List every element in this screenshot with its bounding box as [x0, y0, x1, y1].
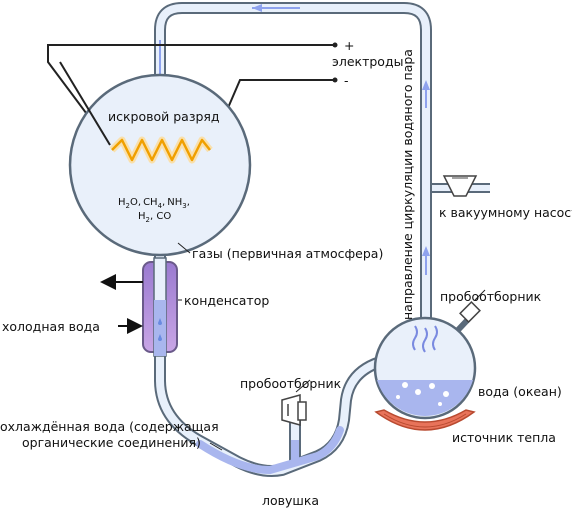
vapor-direction-label: направление циркуляции водяного пара — [400, 49, 415, 320]
electrodes-label: электроды — [332, 54, 403, 69]
sampler-left-stopcock — [281, 394, 301, 426]
spark-zigzag — [111, 138, 211, 162]
trap-water — [196, 426, 344, 475]
electrodes: + - электроды — [47, 38, 403, 146]
boiling-flask: пробоотборник вода (океан) источник тепл… — [373, 289, 562, 445]
condenser: конденсатор холодная вода — [2, 257, 269, 357]
vapor-wave-3 — [432, 325, 438, 351]
sampler-left: пробоотборник — [240, 376, 342, 426]
vacuum-pump-label: к вакуумному насосу — [439, 205, 572, 220]
sampler-right-leader — [474, 289, 486, 301]
sampler-left-leader — [295, 379, 311, 393]
electrode-wire-upper — [47, 44, 335, 146]
gas-formula-line2: H2, CO — [138, 211, 171, 224]
vacuum-port: к вакуумному насосу — [432, 175, 572, 220]
sampler-left-label: пробоотборник — [240, 376, 342, 391]
cold-water-label: холодная вода — [2, 319, 100, 334]
water-ocean-label: вода (океан) — [478, 384, 562, 399]
electrode-left — [59, 61, 111, 146]
vacuum-stopcock — [442, 175, 478, 197]
heat-source-label: источник тепла — [452, 430, 556, 445]
flask-sphere — [68, 73, 252, 257]
electrode-plus: + — [344, 38, 354, 53]
condenser-label: конденсатор — [184, 293, 269, 308]
electrode-minus: - — [344, 73, 349, 88]
spark-label: искровой разряд — [108, 109, 220, 124]
cooled-water-label-line1: охлаждённая вода (содержащая — [0, 419, 219, 434]
cooled-water-leader — [209, 442, 223, 451]
trap-label: ловушка — [262, 493, 319, 508]
spark-flask: искровой разряд H2O,CH4,NH3, H2, CO — [59, 61, 252, 257]
gases-label: газы (первичная атмосфера) — [192, 246, 383, 261]
cooled-water-label-line2: органические соединения) — [22, 435, 201, 450]
gas-formula-line1: H2O,CH4,NH3, — [118, 197, 190, 210]
flask-water — [377, 380, 473, 416]
vapor-wave-2 — [422, 327, 428, 353]
sampler-right-stopcock — [459, 301, 481, 323]
vapor-wave-1 — [412, 325, 418, 351]
heat-source — [374, 409, 476, 431]
gases-leader — [177, 242, 191, 254]
sampler-right-label: пробоотборник — [440, 289, 542, 304]
